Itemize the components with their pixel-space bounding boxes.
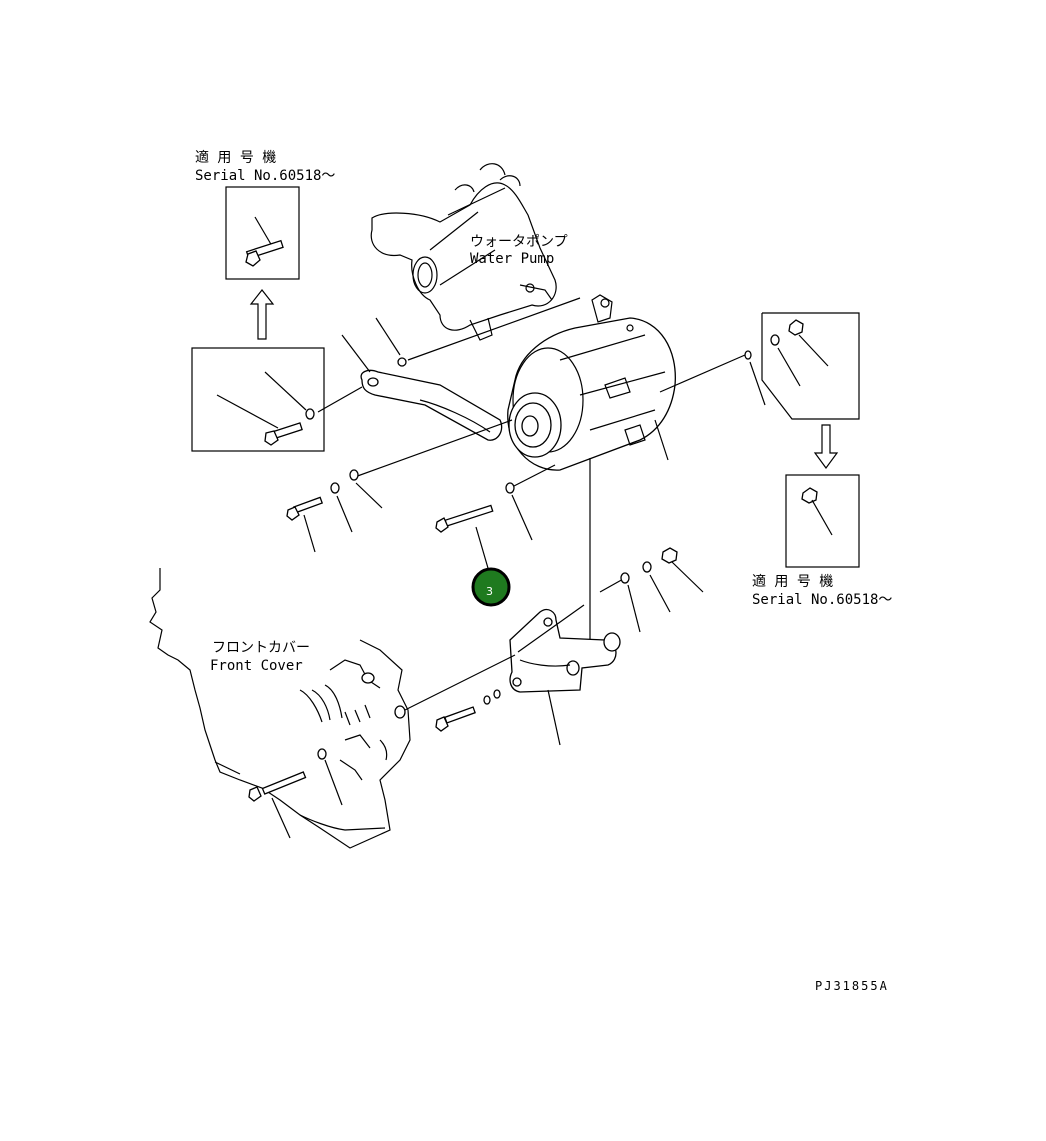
lower-center-bolt-set bbox=[435, 689, 501, 732]
front-cover-bolt bbox=[248, 748, 343, 839]
top-inset-bolt-box bbox=[225, 186, 300, 280]
adjusting-bracket bbox=[360, 357, 503, 441]
front-cover-en-label: Front Cover bbox=[210, 658, 303, 674]
serial-top-en-label: Serial No.60518～ bbox=[195, 168, 335, 184]
water-pump-jp-label: ウォータポンプ bbox=[470, 234, 568, 250]
lower-right-fastener-set bbox=[599, 547, 704, 633]
right-inset-nut-box bbox=[761, 312, 860, 420]
alternator bbox=[507, 294, 676, 471]
serial-right-jp-label: 適 用 号 機 bbox=[752, 573, 833, 590]
front-cover-jp-label: フロントカバー bbox=[212, 640, 310, 656]
serial-right-en-label: Serial No.60518～ bbox=[752, 592, 892, 608]
front-cover bbox=[149, 568, 411, 849]
water-pump-housing bbox=[370, 163, 557, 341]
callout-marker-3[interactable]: 3 bbox=[471, 567, 511, 607]
up-arrow-icon bbox=[249, 289, 275, 340]
center-long-bolt bbox=[435, 464, 556, 576]
lower-mounting-bracket bbox=[509, 608, 621, 693]
drawing-code-label: PJ31855A bbox=[815, 979, 889, 993]
water-pump-en-label: Water Pump bbox=[470, 251, 554, 267]
serial-top-jp-label: 適 用 号 機 bbox=[195, 149, 276, 166]
right-inset-nut-box-2 bbox=[785, 474, 860, 568]
callout-number: 3 bbox=[486, 585, 493, 598]
down-arrow-icon bbox=[813, 424, 839, 470]
left-bolt-set bbox=[286, 419, 513, 553]
left-inset-bolt-box bbox=[191, 347, 325, 452]
